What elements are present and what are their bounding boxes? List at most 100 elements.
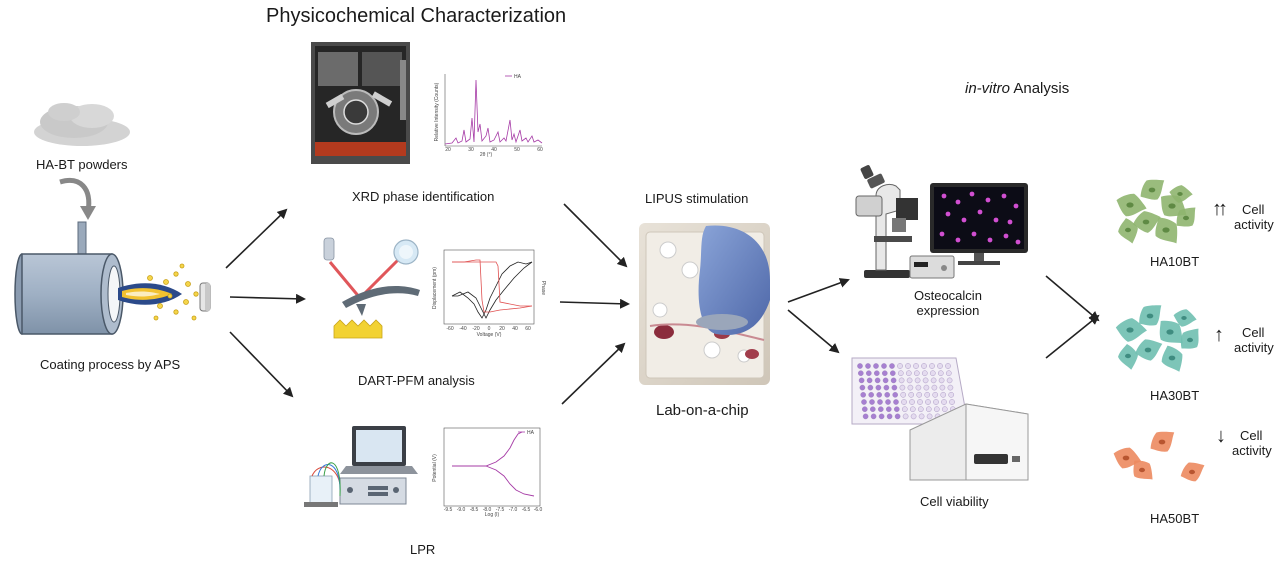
well [942, 406, 948, 413]
well [902, 406, 908, 413]
cell-nucleus [1144, 347, 1152, 353]
well [898, 370, 904, 377]
well [894, 413, 901, 420]
chip-label: Lab-on-a-chip [656, 402, 749, 419]
well [934, 406, 940, 413]
well [881, 363, 887, 369]
well [906, 370, 912, 377]
well-grid [857, 363, 957, 420]
fluorescence-microscope-icon [855, 165, 918, 278]
svg-text:40: 40 [512, 326, 518, 332]
arrow-dart-to-chip [559, 298, 630, 309]
well [945, 363, 951, 369]
lipus-label: LIPUS stimulation [645, 191, 749, 206]
invitro-rest: Analysis [1010, 80, 1070, 97]
result-activity-ha30bt-line2: activity [1234, 340, 1274, 355]
well [873, 363, 879, 369]
cell-nucleus [1183, 215, 1189, 221]
well [858, 370, 864, 377]
arrow-chip-to-viability [787, 309, 840, 354]
cell-nucleus [1162, 227, 1170, 233]
cell-nucleus [1139, 467, 1145, 473]
well [917, 399, 923, 405]
well [938, 377, 945, 384]
well [947, 384, 954, 391]
well [874, 377, 881, 384]
xrd-label: XRD phase identification [352, 189, 495, 204]
well [860, 391, 867, 398]
result-activity-ha50bt-line2: activity [1232, 443, 1272, 458]
well [859, 384, 866, 391]
cell-nucleus [1168, 355, 1176, 361]
well [862, 413, 869, 420]
svg-text:-7.5: -7.5 [496, 507, 505, 513]
lpr-xticks: -9.5 -9.0 -8.5 -8.0 -7.5 -7.0 -6.5 -6.0 [444, 507, 543, 513]
svg-text:60: 60 [537, 147, 543, 153]
xrd-ylabel: Relative Intensity (Counts) [434, 82, 440, 141]
well [946, 370, 952, 377]
well [918, 406, 924, 413]
well [883, 384, 890, 391]
result-arrows-ha50bt: ↓ [1216, 425, 1226, 447]
well [886, 406, 892, 413]
result-activity-ha10bt: Cell activity [1234, 202, 1274, 232]
well [899, 384, 906, 391]
xrd-instrument-photo [311, 42, 410, 164]
well [941, 399, 947, 405]
well [933, 399, 939, 405]
arrow-osteocalcin-to-results [1045, 275, 1100, 322]
viability-label: Cell viability [920, 494, 989, 509]
osteocalcin-line2: expression [916, 303, 980, 318]
cell-nucleus [1126, 202, 1134, 208]
svg-text:40: 40 [491, 147, 497, 153]
svg-text:-6.5: -6.5 [522, 507, 531, 513]
svg-text:30: 30 [468, 147, 474, 153]
well [932, 391, 939, 398]
well [885, 399, 891, 405]
result-name-ha10bt: HA10BT [1150, 254, 1200, 269]
pfm-ylabel-left: Displacement (pm) [432, 267, 438, 309]
lpr-legend: HA [527, 430, 535, 436]
pfm-ylabel-right: Phase [540, 281, 546, 295]
cell-nucleus [1166, 329, 1174, 335]
well [922, 370, 928, 377]
arrow-viability-to-results [1045, 314, 1100, 359]
cell-nucleus [1142, 219, 1150, 225]
cell-nucleus [1125, 227, 1131, 233]
lab-on-a-chip-photo [639, 223, 770, 385]
well [939, 384, 946, 391]
well [878, 406, 884, 413]
lpr-label: LPR [410, 542, 436, 557]
well [870, 406, 876, 413]
well [877, 399, 883, 405]
well [874, 370, 880, 377]
dart-label: DART-PFM analysis [358, 373, 475, 388]
well [882, 370, 888, 377]
well [897, 363, 903, 369]
xrd-pattern-chart: HA 2θ (°) Relative Intensity (Counts) 20… [434, 70, 545, 158]
cell-nucleus [1158, 439, 1166, 445]
well [891, 384, 898, 391]
well [948, 391, 955, 398]
well [913, 363, 919, 369]
well [910, 406, 916, 413]
pfm-displacement-series [451, 261, 533, 319]
well [862, 406, 868, 413]
xrd-legend: HA [514, 74, 522, 80]
svg-text:50: 50 [514, 147, 520, 153]
well [926, 413, 933, 420]
pfm-xticks: -60 -40 -20 0 20 40 60 [446, 326, 531, 332]
well [925, 399, 931, 405]
well [923, 384, 930, 391]
svg-text:-60: -60 [446, 326, 453, 332]
well [914, 377, 921, 384]
aps-spray-gun-icon [14, 221, 182, 335]
well [894, 406, 900, 413]
lpr-ylabel: Potential (V) [432, 454, 438, 482]
svg-text:0: 0 [488, 326, 491, 332]
cell-nucleus [1168, 203, 1176, 209]
svg-text:-7.0: -7.0 [509, 507, 518, 513]
cell-nucleus [1122, 455, 1130, 461]
cell-nucleus [1146, 313, 1154, 319]
well [898, 377, 905, 384]
